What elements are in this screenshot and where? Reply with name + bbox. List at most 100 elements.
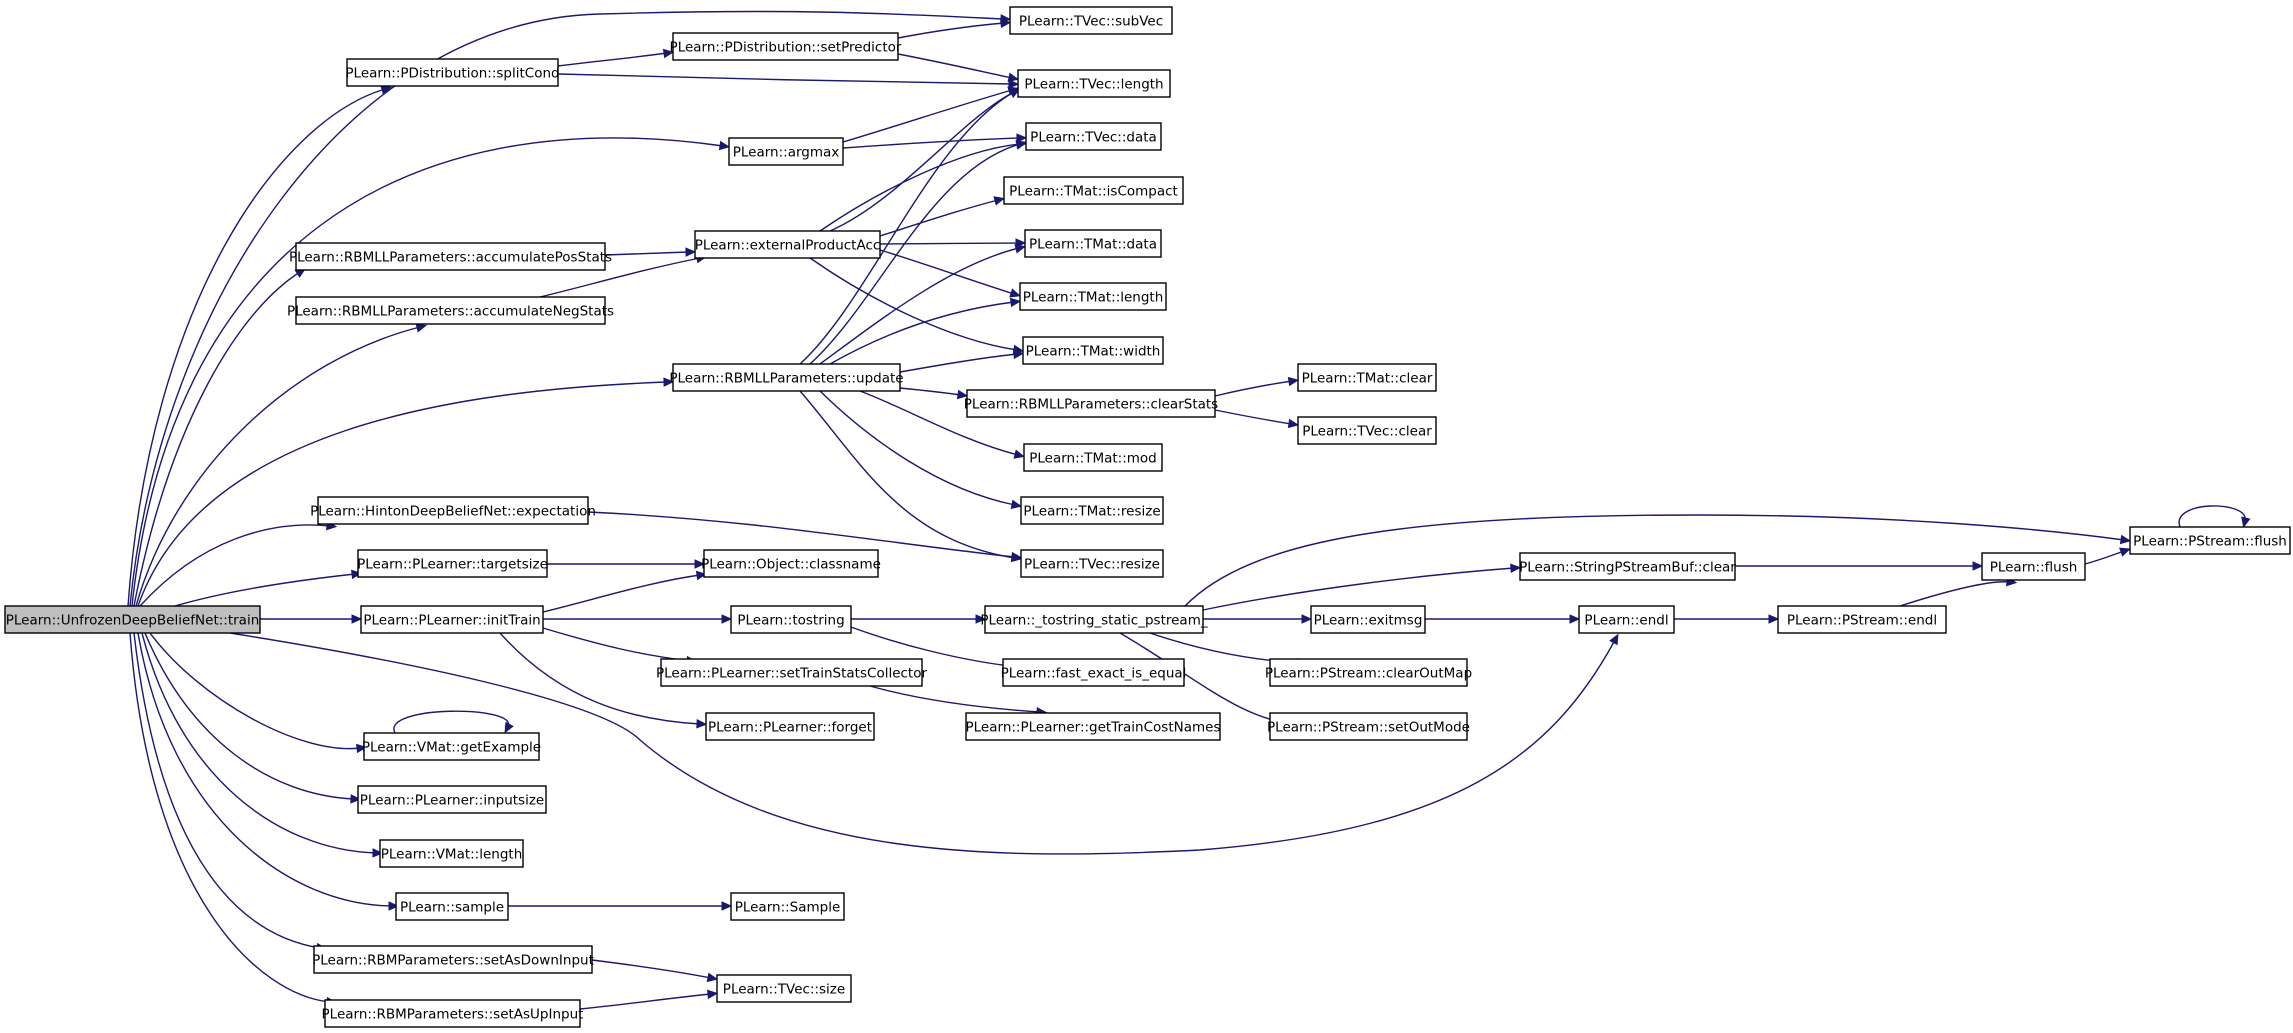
node-label: PLearn::TMat::length	[1023, 290, 1164, 306]
node-plearn-externalproductacc[interactable]: PLearn::externalProductAcc	[694, 230, 881, 259]
node-plearn-plearner-inputsize[interactable]: PLearn::PLearner::inputsize	[357, 785, 547, 814]
node-label: PLearn::RBMLLParameters::update	[669, 371, 903, 387]
edge-plearn-pstream-endl-to-plearn-flush	[1899, 581, 2011, 607]
node-plearn-pstream-clearoutmap[interactable]: PLearn::PStream::clearOutMap	[1265, 658, 1472, 687]
node-plearn-rbmparameters-setasdowninput[interactable]: PLearn::RBMParameters::setAsDownInput	[312, 945, 594, 974]
node-plearn-pstream-setoutmode[interactable]: PLearn::PStream::setOutMode	[1267, 712, 1470, 741]
node-plearn-argmax[interactable]: PLearn::argmax	[728, 137, 844, 166]
node-plearn-sample[interactable]: PLearn::sample	[395, 892, 509, 921]
node-label: PLearn::_tostring_static_pstream_	[980, 613, 1207, 629]
node-plearn-rbmllparameters-accumulateposstats[interactable]: PLearn::RBMLLParameters::accumulatePosSt…	[289, 242, 612, 271]
edges-layer	[127, 10, 2251, 1010]
edge-plearn-plearner-settrainstatscollector-to-plearn-plearner-gettraincostnames	[869, 685, 1041, 713]
edge-plearn-unfrozendeepbeliefnet-train-to-plearn-rbmllparameters-accumulatenegstats	[135, 326, 421, 607]
node-plearn-pstream-flush[interactable]: PLearn::PStream::flush	[2129, 526, 2291, 555]
node-box	[363, 732, 540, 761]
edge-plearn-rbmllparameters-accumulateposstats-to-plearn-externalproductacc	[604, 251, 690, 256]
arrowhead	[1009, 297, 1022, 308]
node-plearn-tostring[interactable]: PLearn::tostring	[730, 605, 852, 634]
arrowhead	[695, 570, 708, 581]
node-label: PLearn::TVec::data	[1030, 130, 1157, 146]
node-label: PLearn::RBMParameters::setAsUpInput	[322, 1007, 584, 1023]
arrowhead	[372, 848, 384, 858]
edge-plearn-rbmllparameters-update-to-plearn-tmat-mod	[859, 390, 1019, 456]
node-plearn-rbmllparameters-accumulatenegstats[interactable]: PLearn::RBMLLParameters::accumulateNegSt…	[287, 296, 614, 325]
node-plearn-tvec-size[interactable]: PLearn::TVec::size	[716, 974, 852, 1003]
edge-plearn-rbmparameters-setasupinput-to-plearn-tvec-size	[579, 993, 712, 1010]
node-plearn-tmat-mod[interactable]: PLearn::TMat::mod	[1023, 443, 1163, 472]
node-plearn-plearner-targetsize[interactable]: PLearn::PLearner::targetsize	[357, 549, 548, 578]
node-plearn-tmat-clear[interactable]: PLearn::TMat::clear	[1297, 363, 1437, 392]
node-label: PLearn::TMat::mod	[1029, 451, 1157, 467]
node-plearn-tmat-iscompact[interactable]: PLearn::TMat::isCompact	[1003, 176, 1184, 205]
node-plearn-endl[interactable]: PLearn::endl	[1578, 605, 1675, 634]
node-label: PLearn::PLearner::getTrainCostNames	[966, 720, 1221, 736]
node-plearn-pstream-endl[interactable]: PLearn::PStream::endl	[1777, 605, 1947, 634]
node-plearn-plearner-settrainstatscollector[interactable]: PLearn::PLearner::setTrainStatsCollector	[656, 658, 928, 687]
node-plearn-stringpstreambuf-clear[interactable]: PLearn::StringPStreamBuf::clear	[1519, 552, 1736, 581]
node-plearn-flush[interactable]: PLearn::flush	[1981, 552, 2086, 581]
node-box	[1019, 282, 1167, 311]
node-plearn-tvec-length[interactable]: PLearn::TVec::length	[1017, 69, 1171, 98]
node-plearn-plearner-forget[interactable]: PLearn::PLearner::forget	[705, 712, 875, 741]
node-label: PLearn::RBMLLParameters::clearStats	[964, 397, 1218, 413]
edge-plearn-unfrozendeepbeliefnet-train-to-plearn-vmat-getexample	[149, 632, 361, 750]
node-plearn-sample[interactable]: PLearn::Sample	[730, 892, 845, 921]
node-plearn-pdistribution-setpredictor[interactable]: PLearn::PDistribution::setPredictor	[670, 32, 902, 61]
arrowhead	[356, 743, 368, 754]
node-plearn-tmat-resize[interactable]: PLearn::TMat::resize	[1020, 496, 1164, 525]
arrowhead	[993, 196, 1005, 206]
edge-plearn-tostring-static-pstream-to-plearn-stringpstreambuf-clear	[1202, 567, 1515, 611]
node-plearn-tmat-data[interactable]: PLearn::TMat::data	[1024, 229, 1162, 258]
node-plearn-tvec-subvec[interactable]: PLearn::TVec::subVec	[1009, 6, 1173, 35]
node-plearn-tvec-data[interactable]: PLearn::TVec::data	[1025, 122, 1162, 151]
edge-plearn-plearner-inittrain-to-plearn-plearner-settrainstatscollector	[542, 627, 691, 662]
arrowhead	[351, 569, 363, 580]
node-plearn-fast-exact-is-equal[interactable]: PLearn::fast_exact_is_equal	[1001, 658, 1187, 687]
node-plearn-plearner-gettraincostnames[interactable]: PLearn::PLearner::getTrainCostNames	[965, 712, 1221, 741]
node-label: PLearn::TVec::length	[1024, 77, 1163, 93]
edge-plearn-unfrozendeepbeliefnet-train-to-plearn-rbmllparameters-update	[137, 381, 668, 607]
node-plearn-vmat-length[interactable]: PLearn::VMat::length	[379, 839, 524, 868]
node-plearn-exitmsg[interactable]: PLearn::exitmsg	[1310, 605, 1426, 634]
edge-plearn-externalproductacc-to-plearn-tmat-width	[809, 257, 1018, 351]
node-plearn-vmat-getexample[interactable]: PLearn::VMat::getExample	[362, 732, 541, 761]
node-plearn-rbmllparameters-update[interactable]: PLearn::RBMLLParameters::update	[669, 363, 904, 392]
node-box	[728, 137, 844, 166]
arrowhead	[1972, 561, 1984, 571]
node-plearn-tmat-length[interactable]: PLearn::TMat::length	[1019, 282, 1167, 311]
node-plearn-tvec-clear[interactable]: PLearn::TVec::clear	[1297, 416, 1437, 445]
node-box	[1578, 605, 1675, 634]
node-box	[1025, 122, 1162, 151]
edge-plearn-pdistribution-setpredictor-to-plearn-tvec-subvec	[897, 22, 1005, 39]
edge-plearn-unfrozendeepbeliefnet-train-to-plearn-vmat-length	[141, 632, 377, 854]
node-box	[1297, 363, 1437, 392]
arrowhead	[685, 247, 697, 257]
node-label: PLearn::Object::classname	[701, 557, 881, 573]
edge-plearn-unfrozendeepbeliefnet-train-to-plearn-tvec-subvec	[129, 10, 1005, 607]
node-label: PLearn::PLearner::inputsize	[360, 793, 544, 809]
node-plearn-hintondeepbeliefnet-expectation[interactable]: PLearn::HintonDeepBeliefNet::expectation	[310, 496, 596, 525]
node-box	[1017, 69, 1171, 98]
node-label: PLearn::fast_exact_is_equal	[1001, 666, 1187, 682]
node-label: PLearn::PLearner::targetsize	[357, 557, 548, 573]
node-label: PLearn::TVec::clear	[1302, 424, 1432, 440]
arrowhead	[351, 614, 363, 624]
node-plearn-tmat-width[interactable]: PLearn::TMat::width	[1022, 336, 1164, 365]
node-plearn-tvec-resize[interactable]: PLearn::TVec::resize	[1020, 549, 1164, 578]
arrowhead	[1301, 614, 1313, 624]
node-plearn-plearner-inittrain[interactable]: PLearn::PLearner::initTrain	[360, 605, 544, 634]
node-plearn-object-classname[interactable]: PLearn::Object::classname	[701, 549, 881, 578]
node-plearn-unfrozendeepbeliefnet-train[interactable]: PLearn::UnfrozenDeepBeliefNet::train	[4, 605, 261, 634]
node-plearn-pdistribution-splitcond[interactable]: PLearn::PDistribution::splitCond	[345, 58, 560, 87]
arrowhead	[415, 323, 427, 333]
node-box	[1020, 549, 1164, 578]
node-box	[1269, 712, 1468, 741]
node-label: PLearn::PLearner::setTrainStatsCollector	[656, 666, 928, 682]
node-plearn-tostring-static-pstream[interactable]: PLearn::_tostring_static_pstream_	[980, 605, 1208, 634]
node-plearn-rbmllparameters-clearstats[interactable]: PLearn::RBMLLParameters::clearStats	[964, 389, 1218, 418]
arrowhead	[1000, 18, 1012, 29]
node-plearn-rbmparameters-setasupinput[interactable]: PLearn::RBMParameters::setAsUpInput	[322, 999, 584, 1028]
edge-plearn-tostring-static-pstream-to-plearn-pstream-flush	[1184, 514, 2125, 607]
node-box	[357, 785, 547, 814]
